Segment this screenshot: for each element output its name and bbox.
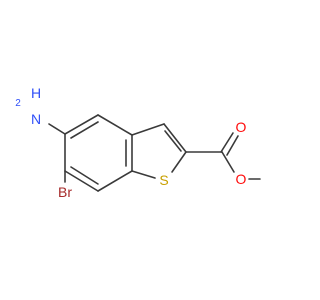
bond-c-o-double-b [226, 135, 239, 156]
molecule-diagram: N H 2 Br S O O [15, 85, 261, 200]
bond-c4-c5-inner [70, 121, 99, 139]
bond-c7-c7a [97, 170, 133, 192]
bond-c4-c5 [64, 114, 99, 135]
bonds [48, 114, 261, 192]
bromine-label: Br [58, 184, 72, 200]
bond-c-o-single [221, 151, 235, 173]
bond-c3a-c3 [131, 123, 165, 136]
bond-c3-c2 [163, 123, 187, 153]
amino-nitrogen-label: N [31, 111, 41, 127]
bond-s1-c7a [131, 170, 156, 179]
bond-c6-c7-inner [70, 166, 99, 185]
amino-hydrogen-label: H [31, 85, 41, 101]
sulfur-label: S [159, 172, 168, 188]
bond-c3a-c4 [97, 114, 133, 136]
carbonyl-oxygen-label: O [236, 119, 247, 135]
ester-oxygen-label: O [236, 171, 247, 187]
amino-hydrogen-count: 2 [15, 98, 21, 109]
bond-c3-c2-inner [164, 130, 182, 152]
bond-c5-n [48, 123, 66, 135]
bond-c-o-double-a [220, 132, 234, 153]
bond-c6-c7 [64, 170, 99, 192]
atom-labels: N H 2 Br S O O [15, 85, 246, 200]
bond-c2-s1 [171, 151, 187, 173]
